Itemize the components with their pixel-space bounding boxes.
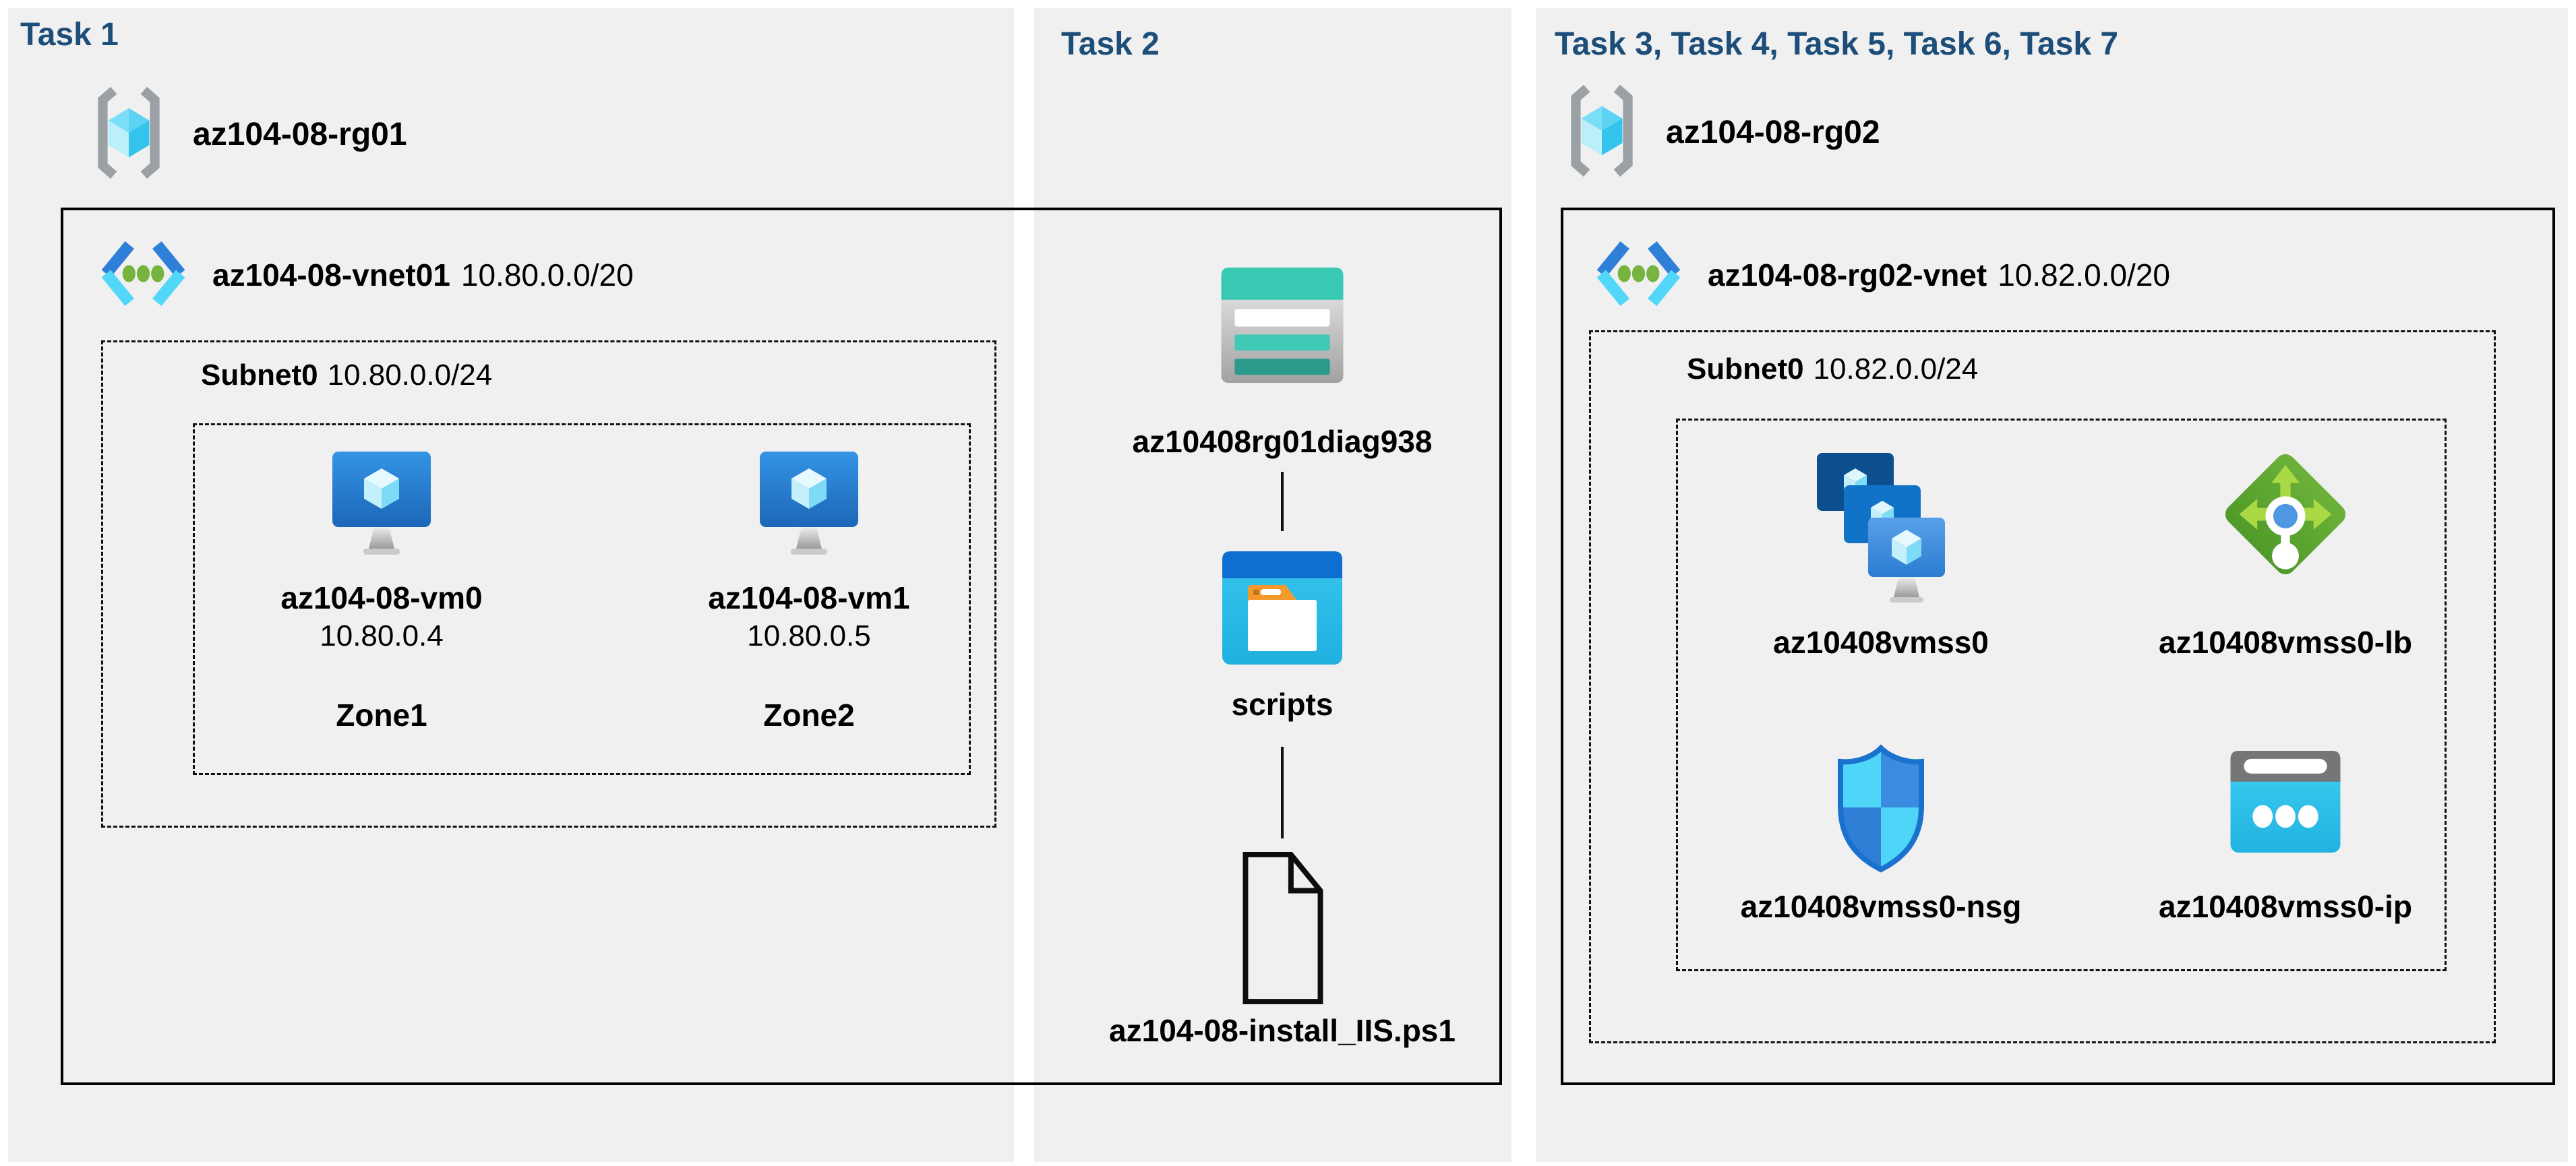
vm1-item: az104-08-vm1 10.80.0.5 Zone2 [694,452,924,733]
subnet2-cidr: 10.82.0.0/24 [1813,352,1979,386]
subnet2-inner-box [1676,419,2447,971]
vm0-zone: Zone1 [336,698,427,733]
vnet2-label: az104-08-rg02-vnet 10.82.0.0/20 [1708,257,2170,293]
subnet1-inner-box [193,423,971,775]
public-ip-label: az10408vmss0-ip [2159,889,2412,924]
load-balancer-label: az10408vmss0-lb [2159,625,2412,660]
vm1-zone: Zone2 [763,698,855,733]
vnet2-cidr: 10.82.0.0/20 [1998,257,2170,293]
resource-group-1-label: az104-08-rg01 [193,116,407,152]
subnet1-cidr: 10.80.0.0/24 [327,359,493,392]
storage-account-icon [1220,266,1345,388]
vnet1-name: az104-08-vnet01 [212,257,450,293]
folder-icon [1221,550,1344,669]
task3-title: Task 3, Task 4, Task 5, Task 6, Task 7 [1555,26,2119,62]
vnet1-label: az104-08-vnet01 10.80.0.0/20 [212,257,634,293]
script-file-item: az104-08-install_IIS.ps1 [1094,851,1471,1048]
resource-group-1: az104-08-rg01 [88,86,407,182]
subnet2-box [1589,330,2496,1043]
public-ip-icon [2229,749,2342,857]
resource-group-2: az104-08-rg02 [1561,84,1880,180]
vm0-ip: 10.80.0.4 [320,619,444,652]
virtual-machine-icon [758,452,860,563]
resource-group-icon [1561,83,1643,182]
subnet1-label: Subnet0 10.80.0.0/24 [201,358,492,393]
resource-group-2-label: az104-08-rg02 [1666,114,1880,150]
nsg-shield-icon [1827,741,1935,880]
vnet1-cidr: 10.80.0.0/20 [460,257,634,293]
storage-account-label: az10408rg01diag938 [1132,424,1433,459]
vnet1-row: az104-08-vnet01 10.80.0.0/20 [94,237,634,313]
vnet1-box [61,208,1502,1085]
vnet2-name: az104-08-rg02-vnet [1708,257,1987,293]
connector-line [1281,472,1284,531]
vmss-item: az10408vmss0 [1753,453,2009,660]
public-ip-item: az10408vmss0-ip [2157,749,2414,924]
subnet2-label: Subnet0 10.82.0.0/24 [1687,352,1978,387]
subnet1-box [101,340,996,828]
vmss-icon [1817,453,1945,610]
vm0-item: az104-08-vm0 10.80.0.4 Zone1 [267,452,496,733]
file-icon [1238,851,1326,1009]
task1-panel [8,8,1014,1162]
virtual-machine-icon [331,452,432,563]
load-balancer-icon [2221,445,2349,587]
script-file-label: az104-08-install_IIS.ps1 [1109,1013,1456,1048]
vnet2-box [1561,208,2555,1085]
vmss-label: az10408vmss0 [1773,625,1989,660]
vnet2-row: az104-08-rg02-vnet 10.82.0.0/20 [1590,237,2170,313]
storage-account-item: az10408rg01diag938 [1094,266,1471,459]
nsg-label: az10408vmss0-nsg [1740,889,2022,924]
scripts-container-item: scripts [1094,550,1471,722]
virtual-network-icon [1590,237,1687,314]
nsg-item: az10408vmss0-nsg [1741,741,2021,924]
vm1-ip: 10.80.0.5 [747,619,871,652]
vm1-name: az104-08-vm1 [708,580,910,615]
subnet2-name: Subnet0 [1687,352,1804,386]
subnet1-name: Subnet0 [201,359,318,392]
virtual-network-icon [94,237,192,314]
task2-title: Task 2 [1061,26,1160,62]
scripts-container-label: scripts [1231,687,1334,722]
connector-line [1281,747,1284,838]
vm0-name: az104-08-vm0 [280,580,483,615]
resource-group-icon [88,85,170,184]
load-balancer-item: az10408vmss0-lb [2157,445,2414,660]
task1-title: Task 1 [20,17,119,53]
